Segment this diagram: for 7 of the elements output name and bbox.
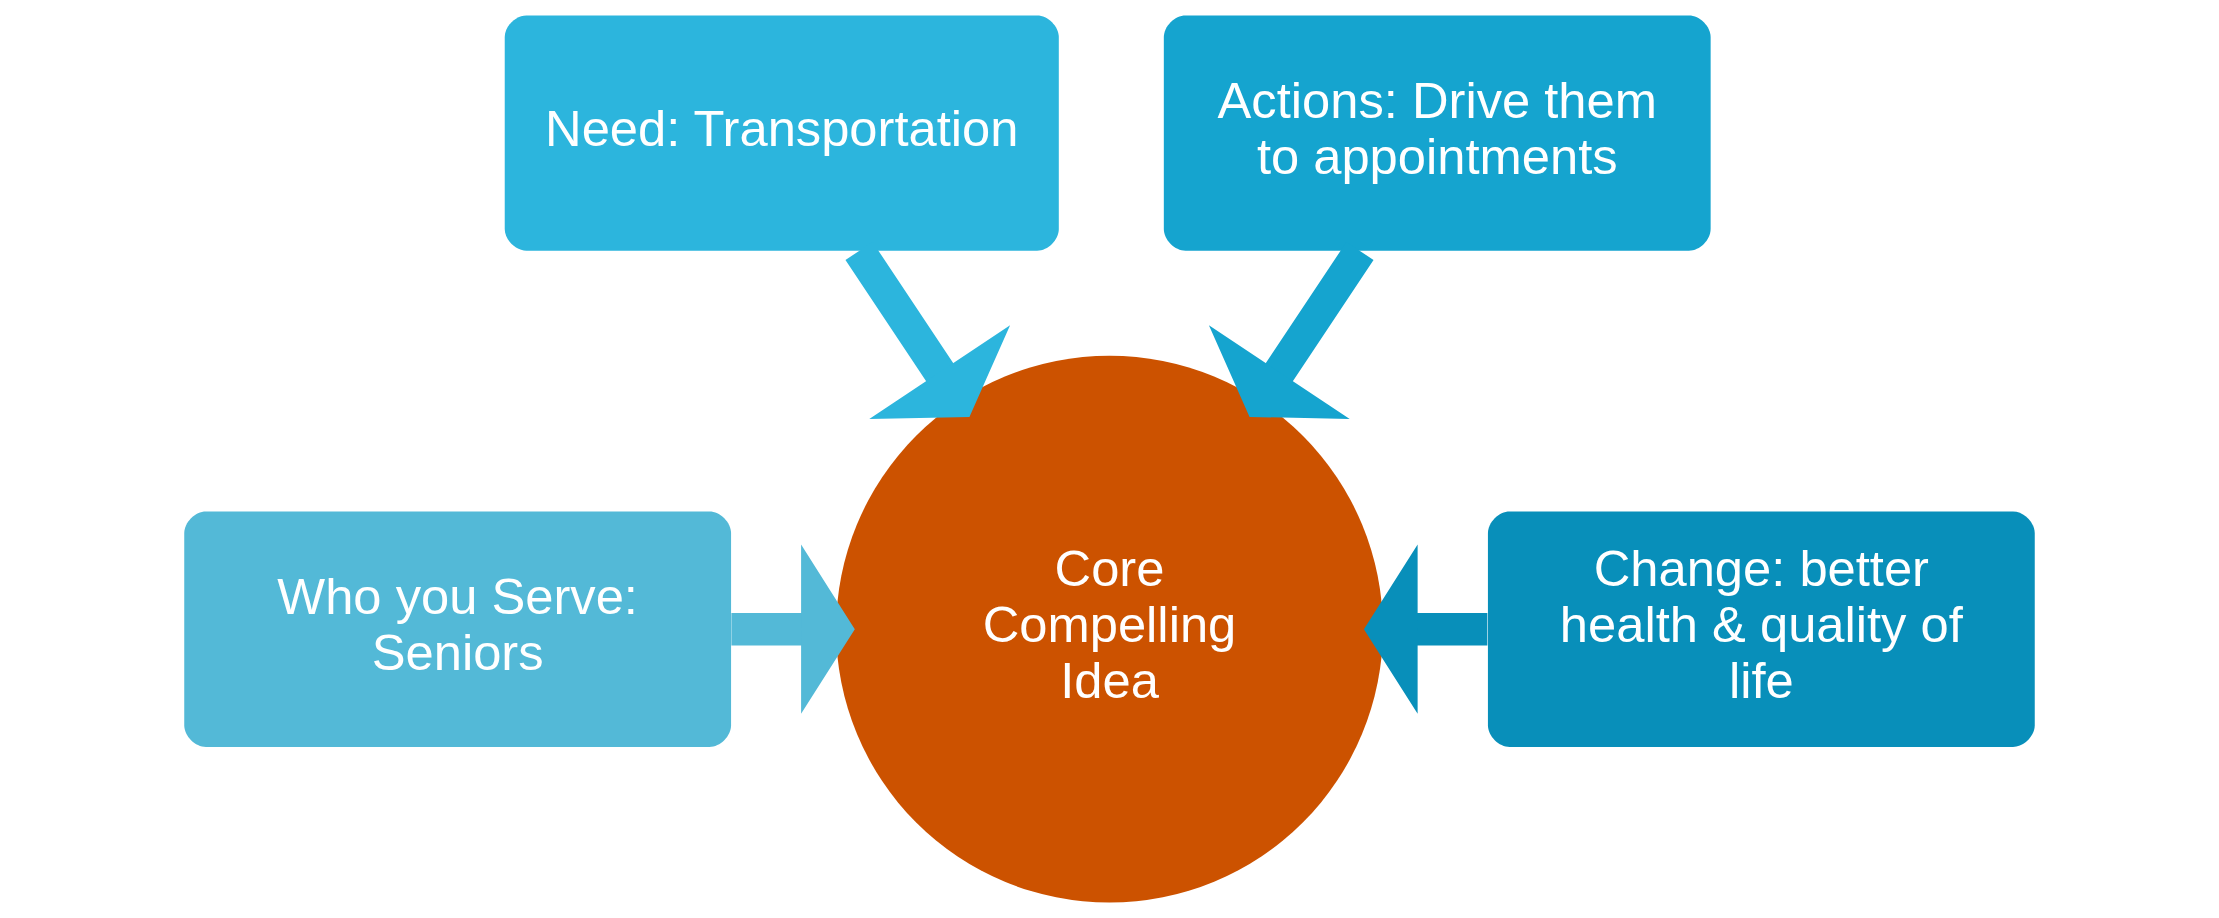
node-box: Actions: Drive them to appointments	[1163, 15, 1711, 251]
node-box: Who you Serve: Seniors	[184, 511, 732, 747]
arrow	[1363, 544, 1488, 714]
arrow	[731, 544, 855, 714]
node-circle: Core Compelling Idea	[836, 355, 1383, 903]
node-box: Change: better health & quality of life	[1487, 511, 2035, 747]
node-box: Need: Transportation	[504, 15, 1059, 251]
